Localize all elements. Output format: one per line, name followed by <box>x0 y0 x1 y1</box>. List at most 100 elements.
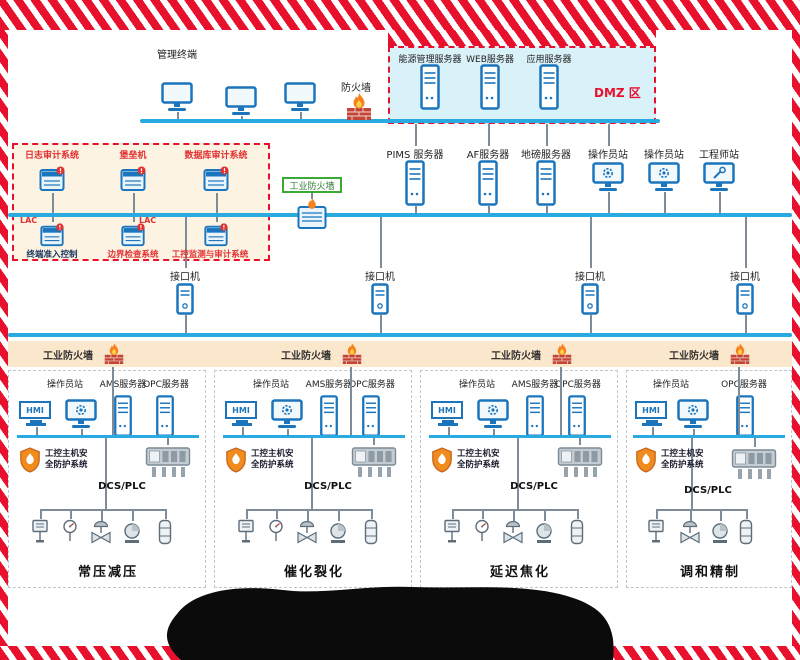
industrial-firewall-label: 工业防火墙 <box>43 351 93 362</box>
firewall-flame-icon <box>104 343 124 365</box>
server-icon <box>480 64 500 110</box>
operator-station-label: 操作员站 <box>46 380 83 390</box>
plc-icon <box>731 447 777 481</box>
connector-line <box>40 509 42 519</box>
tank-icon <box>158 519 172 545</box>
connector-line <box>52 193 54 213</box>
security-appliance-icon <box>203 165 229 193</box>
connector-line <box>482 509 484 519</box>
ams-server-icon <box>113 395 133 437</box>
server-icon <box>539 64 559 110</box>
operator-station-label: 操作员站 <box>588 150 628 161</box>
zone-bus-line <box>429 435 611 438</box>
industrial-firewall-label: 工业防火墙 <box>281 351 331 362</box>
ics-monitor-audit-label: 工控监测与审计系统 <box>171 250 249 260</box>
hmi-stand <box>646 420 658 423</box>
ams-server-icon <box>525 395 545 437</box>
firewall-flame-icon <box>342 343 362 365</box>
operator-station-label: 操作员站 <box>652 380 689 390</box>
hmi-terminal: HMI <box>635 401 669 426</box>
weighbridge-server-label: 地磅服务器 <box>521 150 571 161</box>
hmi-label: HMI <box>635 401 667 419</box>
connector-line <box>745 217 747 268</box>
dcs-plc-label: DCS/PLC <box>98 481 146 492</box>
interface-host-icon <box>176 283 194 315</box>
connector-line <box>300 112 302 119</box>
pressure-gauge-icon <box>267 519 285 543</box>
connector-line <box>81 429 83 435</box>
connector-line <box>185 315 187 333</box>
db-audit-label: 数据库审计系统 <box>184 151 248 161</box>
connector-line <box>101 509 103 521</box>
connector-line <box>738 367 740 435</box>
ams-server-label: AMS服务器 <box>511 380 559 390</box>
connector-line <box>452 509 577 511</box>
zone-name: 延迟焦化 <box>489 565 550 580</box>
industrial-firewall-label: 工业防火墙 <box>491 351 541 362</box>
monitor-icon <box>161 82 193 112</box>
connector-line <box>373 438 375 445</box>
connector-line <box>133 193 135 213</box>
connector-line <box>276 509 278 519</box>
connector-line <box>546 206 548 213</box>
dmz-zone-label: DMZ 区 <box>594 86 641 100</box>
connector-line <box>307 509 309 521</box>
dcs-plc-label: DCS/PLC <box>304 481 352 492</box>
supervisory-bus-line <box>8 213 792 217</box>
connector-line <box>546 124 548 146</box>
connector-line <box>112 367 114 435</box>
host-security-shield-icon <box>225 447 247 473</box>
zone-box-4: 操作员站 OPC服务器 HMI 工控主机安 全防护系统 DCS/PLC 调和精制 <box>626 370 792 588</box>
connector-line <box>36 427 38 435</box>
lac-tag: LAC <box>20 216 38 225</box>
zone-name: 常压减压 <box>77 565 138 580</box>
connector-line <box>338 509 340 521</box>
dmz-server-label: WEB服务器 <box>466 55 514 65</box>
zone-box-3: 操作员站 AMS服务器 OPC服务器 HMI 工控主机安 全防护系统 DCS/P… <box>420 370 618 588</box>
connector-line <box>105 438 107 509</box>
ams-server-label: AMS服务器 <box>99 380 147 390</box>
industrial-firewall-label: 工业防火墙 <box>282 177 342 193</box>
opc-server-icon <box>361 395 381 437</box>
pump-icon <box>533 521 555 545</box>
connector-line <box>579 438 581 445</box>
field-instrument-icon <box>443 519 461 543</box>
connector-line <box>311 438 313 509</box>
connector-line <box>544 509 546 521</box>
connector-line <box>560 367 562 435</box>
hmi-base <box>232 423 252 426</box>
connector-line <box>590 217 592 268</box>
opc-server-label: OPC服务器 <box>143 380 189 390</box>
engineer-station-icon <box>703 162 735 192</box>
hazard-stripe-right <box>792 30 800 648</box>
connector-line <box>517 438 519 509</box>
border-check-label: 边界检查系统 <box>107 250 159 260</box>
zone-name: 调和精制 <box>679 565 740 580</box>
hazard-stripe-top <box>0 0 800 30</box>
interface-host-label: 接口机 <box>365 272 395 283</box>
dcs-plc-label: DCS/PLC <box>510 481 558 492</box>
opc-server-label: OPC服务器 <box>349 380 395 390</box>
operator-station-icon <box>65 399 97 429</box>
firewall-flame-icon <box>552 343 572 365</box>
management-terminal-label: 管理终端 <box>157 50 197 61</box>
host-security-label: 工控主机安 全防护系统 <box>661 449 704 471</box>
zone-box-1: 操作员站 AMS服务器 OPC服务器 HMI 工控主机安 全防护系统 DCS/P… <box>8 370 206 588</box>
control-valve-icon <box>502 521 524 545</box>
pump-icon <box>327 521 349 545</box>
operator-station-icon <box>592 162 624 192</box>
host-security-line2: 全防护系统 <box>457 460 500 470</box>
operator-station-icon <box>477 399 509 429</box>
field-instrument-icon <box>31 519 49 543</box>
control-valve-icon <box>679 521 701 545</box>
zone-name: 催化裂化 <box>283 565 344 580</box>
host-security-line2: 全防护系统 <box>661 460 704 470</box>
operator-station-icon <box>677 399 709 429</box>
connector-line <box>133 217 135 222</box>
connector-line <box>216 193 218 213</box>
operator-station-icon <box>648 162 680 192</box>
host-security-line1: 工控主机安 <box>661 449 704 459</box>
connector-line <box>185 217 187 268</box>
connector-line <box>241 116 243 119</box>
hmi-terminal: HMI <box>19 401 53 426</box>
